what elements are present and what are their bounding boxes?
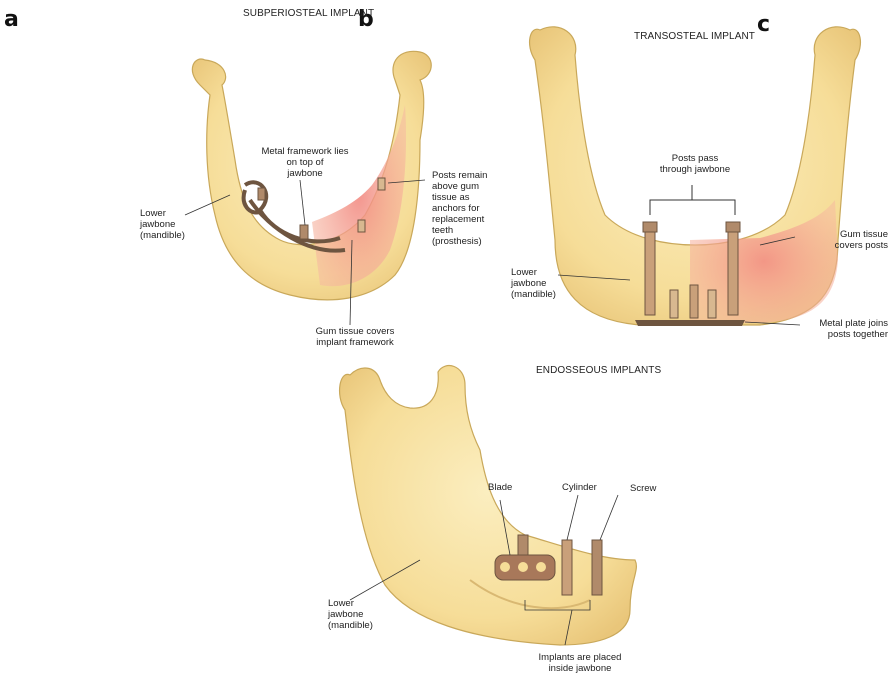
screw-implant xyxy=(592,540,602,595)
label-lower-jawbone-b: Lower jawbone (mandible) xyxy=(328,598,373,631)
endosseous-title: ENDOSSEOUS IMPLANTS xyxy=(536,365,661,376)
label-gum-tissue-a: Gum tissue covers implant framework xyxy=(300,326,410,348)
label-screw: Screw xyxy=(630,483,656,494)
panel-letter-c: c xyxy=(757,12,770,37)
label-posts-pass: Posts pass through jawbone xyxy=(650,153,740,175)
metal-plate xyxy=(635,320,745,326)
transosteal-title: TRANSOSTEAL IMPLANT xyxy=(634,31,755,42)
cylinder-implant xyxy=(562,540,572,595)
endosseous-jaw xyxy=(340,366,637,645)
transosteal-jaw xyxy=(530,27,861,326)
post-icon xyxy=(378,178,385,190)
label-implants-placed: Implants are placed inside jawbone xyxy=(525,652,635,674)
subperiosteal-title: SUBPERIOSTEAL IMPLANT xyxy=(243,8,374,19)
label-cylinder: Cylinder xyxy=(562,482,597,493)
label-gum-tissue-c: Gum tissue covers posts xyxy=(800,229,888,251)
label-lower-jawbone-c: Lower jawbone (mandible) xyxy=(511,267,556,300)
label-posts-remain: Posts remain above gum tissue as anchors… xyxy=(432,170,487,247)
label-metal-plate: Metal plate joins posts together xyxy=(800,318,888,340)
label-blade: Blade xyxy=(488,482,512,493)
panel-letter-a: a xyxy=(4,7,19,32)
label-metal-framework: Metal framework lies on top of jawbone xyxy=(255,146,355,179)
label-lower-jawbone-a: Lower jawbone (mandible) xyxy=(140,208,185,241)
